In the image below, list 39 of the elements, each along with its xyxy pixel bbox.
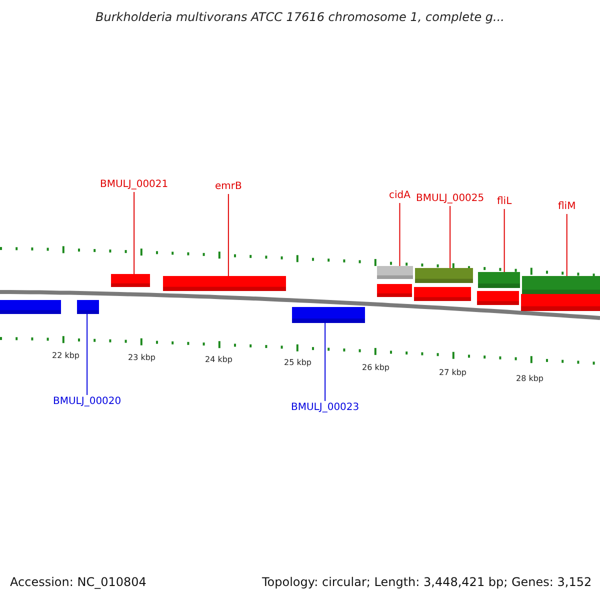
gene-feature bbox=[0, 300, 61, 314]
gene-feature bbox=[292, 307, 365, 323]
scale-label: 27 kbp bbox=[439, 368, 467, 378]
gene-feature bbox=[522, 276, 600, 295]
title: Burkholderia multivorans ATCC 17616 chromosome 1, complete g... bbox=[94, 10, 506, 24]
gene-feature bbox=[377, 266, 413, 279]
scale-label: 26 kbp bbox=[362, 363, 390, 373]
gene-label: emrB bbox=[215, 181, 242, 193]
scale-label: 24 kbp bbox=[205, 355, 233, 365]
gene-feature bbox=[377, 284, 412, 297]
gene-label: BMULJ_00021 bbox=[100, 179, 168, 191]
genome-stats-text: Topology: circular; Length: 3,448,421 bp; Genes: 3,152 bbox=[262, 575, 592, 589]
leader-line bbox=[228, 194, 229, 276]
scale-label: 23 kbp bbox=[128, 353, 156, 363]
gene-label: BMULJ_00023 bbox=[291, 402, 360, 414]
leader-line bbox=[566, 214, 568, 276]
gene-label: BMULJ_00025 bbox=[416, 193, 484, 205]
gene-label: BMULJ_00020 bbox=[53, 396, 122, 408]
leader-line bbox=[134, 192, 135, 274]
gene-feature bbox=[77, 300, 99, 314]
leader-line bbox=[504, 208, 505, 272]
accession-text: Accession: NC_010804 bbox=[10, 575, 146, 589]
gene-feature bbox=[478, 272, 520, 288]
gene-feature bbox=[477, 291, 519, 305]
leader-line bbox=[86, 314, 88, 396]
gene-feature bbox=[415, 268, 473, 283]
gene-feature bbox=[414, 287, 471, 301]
leader-line bbox=[450, 206, 451, 268]
gene-feature bbox=[521, 294, 600, 311]
gene-label: fliL bbox=[497, 196, 512, 208]
gene-label: cidA bbox=[389, 190, 410, 202]
gene-feature bbox=[111, 274, 150, 287]
gene-label: fliM bbox=[558, 201, 576, 213]
scale-label: 28 kbp bbox=[516, 374, 544, 384]
scale-label: 25 kbp bbox=[284, 358, 312, 368]
scale-label: 22 kbp bbox=[52, 351, 80, 361]
gene-feature bbox=[163, 276, 286, 291]
leader-line bbox=[399, 202, 400, 266]
leader-line bbox=[324, 322, 326, 402]
